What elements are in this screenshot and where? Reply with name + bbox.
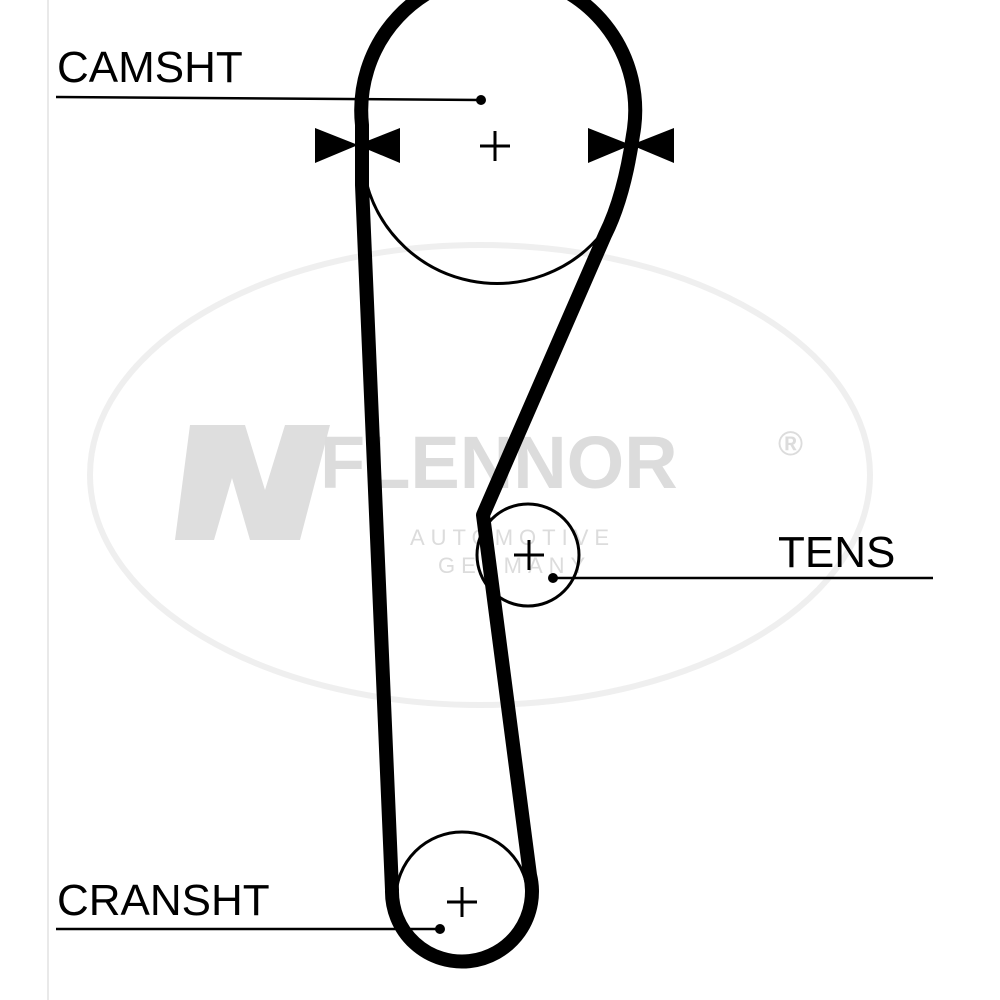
crankshaft-label: CRANSHT [57, 876, 270, 925]
watermark-line1: AUTOMOTIVE [410, 525, 615, 550]
camshaft-leader-line [55, 95, 482, 102]
watermark-ring [87, 242, 873, 708]
crankshaft-leader-dot [435, 924, 445, 934]
tensioner-label: TENS [778, 528, 895, 577]
watermark-line2: GERMANY [438, 553, 591, 578]
tensioner-pulley [475, 502, 581, 608]
timing-mark-left-double-arrow-icon [315, 128, 400, 163]
camshaft-pulley [365, 184, 605, 285]
timing-mark-right-double-arrow-icon [588, 128, 674, 163]
tensioner-leader-dot [548, 573, 558, 583]
camshaft-leader-dot [476, 95, 486, 105]
crankshaft-center-plus-icon [447, 887, 477, 917]
crankshaft-pulley [394, 830, 530, 966]
camshaft-label: CAMSHT [57, 43, 243, 92]
watermark: FLENNOR ® AUTOMOTIVE GERMANY [87, 242, 873, 708]
camshaft-center-plus-icon [480, 131, 510, 161]
tensioner-center-plus-icon [514, 540, 544, 570]
timing-belt [354, 0, 643, 969]
watermark-logo-icon [175, 425, 330, 540]
watermark-registered: ® [778, 425, 803, 463]
